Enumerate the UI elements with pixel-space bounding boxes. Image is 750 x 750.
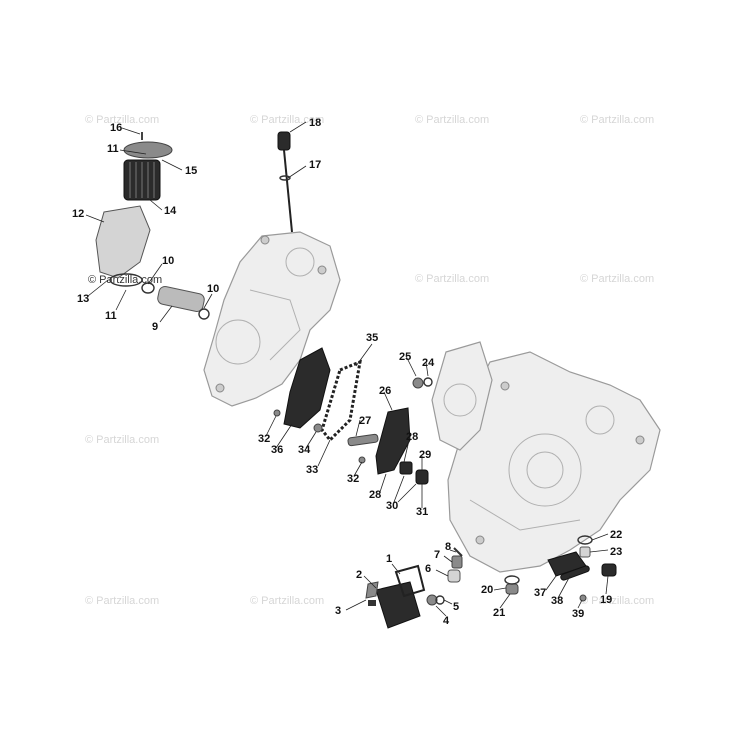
callout-label: 27: [359, 415, 371, 427]
callout-label: 11: [105, 310, 117, 322]
callout-label: 15: [185, 165, 197, 177]
callout-label: 4: [443, 615, 450, 627]
callout-label: 28: [369, 489, 381, 501]
watermark: © Partzilla.com: [415, 114, 489, 126]
callout-label: 20: [481, 584, 493, 596]
callout-label: 28: [406, 431, 418, 443]
crankcase-cover-left: [203, 231, 341, 407]
callout-label: 29: [419, 449, 431, 461]
watermark: © Partzilla.com: [415, 273, 489, 285]
callout-label: 26: [379, 385, 391, 397]
callout-label: 32: [258, 433, 270, 445]
watermark-dark: © Partzilla.com: [88, 274, 162, 286]
callout-label: 3: [335, 605, 341, 617]
watermark: © Partzilla.com: [580, 595, 654, 607]
callout-label: 22: [610, 529, 622, 541]
callout-label: 5: [453, 601, 459, 613]
callout-label: 33: [306, 464, 318, 476]
watermark: © Partzilla.com: [85, 595, 159, 607]
dipstick: [277, 131, 293, 233]
callout-label: 36: [271, 444, 283, 456]
callout-label: 21: [493, 607, 505, 619]
callout-label: 10: [207, 283, 219, 295]
callout-label: 23: [610, 546, 622, 558]
oil-cooler: [365, 547, 463, 629]
callout-label: 38: [551, 595, 563, 607]
callout-label: 34: [298, 444, 311, 456]
callouts: 1 2 3 4 5 6 7 8 9 10 10 11 11 12 13 14 1…: [72, 117, 622, 627]
callout-label: 19: [600, 594, 612, 606]
oil-filter-assembly: [95, 132, 210, 320]
callout-label: 7: [434, 549, 440, 561]
callout-label: 31: [416, 506, 428, 518]
watermark: © Partzilla.com: [85, 434, 159, 446]
callout-label: 13: [77, 293, 89, 305]
callout-label: 17: [309, 159, 321, 171]
callout-label: 16: [110, 122, 122, 134]
watermark: © Partzilla.com: [580, 273, 654, 285]
leader-lines: [85, 121, 609, 617]
crankcase-main: [447, 351, 661, 573]
fittings-right: [504, 535, 617, 602]
watermark: © Partzilla.com: [250, 595, 324, 607]
callout-label: 37: [534, 587, 546, 599]
callout-label: 39: [572, 608, 584, 620]
callout-label: 24: [422, 357, 435, 369]
watermark: © Partzilla.com: [85, 114, 159, 126]
callout-label: 12: [72, 208, 84, 220]
callout-label: 8: [445, 541, 451, 553]
watermark: © Partzilla.com: [580, 114, 654, 126]
callout-label: 10: [162, 255, 174, 267]
callout-label: 2: [356, 569, 362, 581]
callout-label: 11: [107, 143, 119, 155]
callout-label: 6: [425, 563, 431, 575]
callout-label: 35: [366, 332, 378, 344]
pump-housing-plate: [431, 341, 493, 451]
oil-pump: [347, 377, 433, 485]
callout-label: 1: [386, 553, 392, 565]
callout-label: 18: [309, 117, 321, 129]
watermark: © Partzilla.com: [250, 114, 324, 126]
callout-label: 32: [347, 473, 359, 485]
callout-label: 30: [386, 500, 398, 512]
callout-label: 14: [164, 205, 177, 217]
callout-label: 25: [399, 351, 411, 363]
chain-guide-and-chain: [273, 347, 362, 443]
callout-label: 9: [152, 321, 158, 333]
